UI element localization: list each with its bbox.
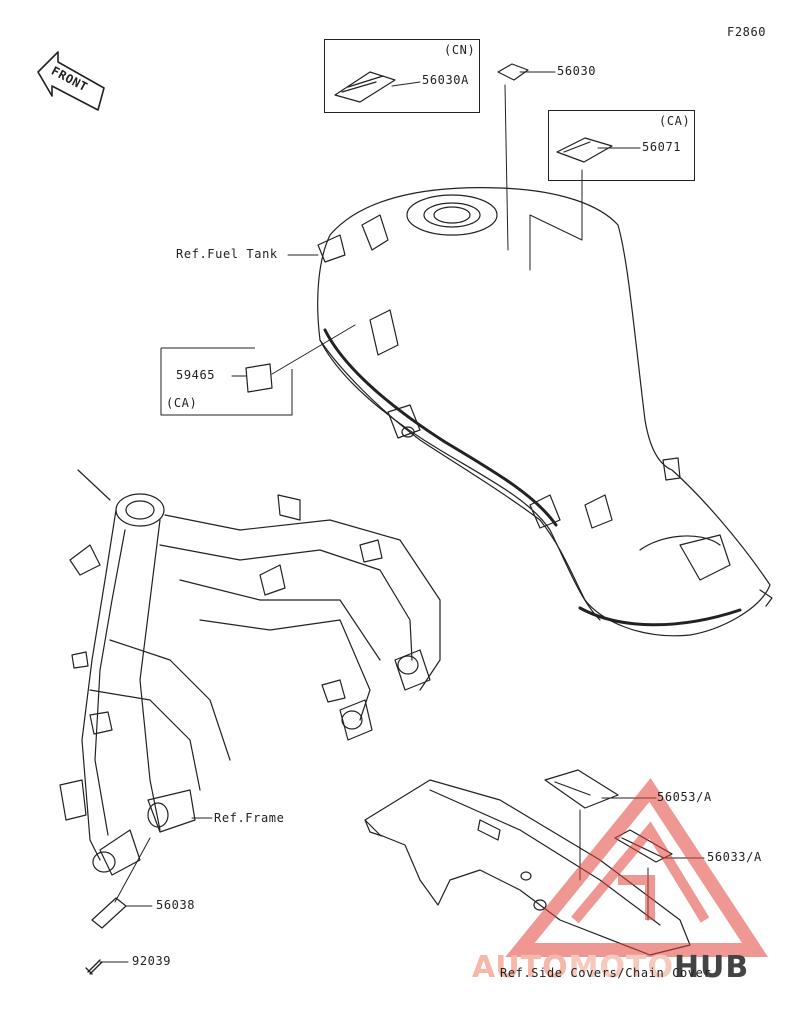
region-tag-ca-left: (CA)	[166, 396, 198, 410]
watermark-auto: AUTO	[472, 950, 569, 985]
watermark-hub: HUB	[673, 950, 750, 985]
frame-drawing	[59, 469, 441, 876]
callout-56030a[interactable]: 56030A	[422, 73, 469, 87]
label-56071-shape	[556, 137, 613, 163]
ref-side-covers-chain-cover[interactable]: Ref.Side Covers/Chain Cover	[500, 966, 712, 980]
ca-variant-box-left	[160, 347, 293, 416]
callout-92039[interactable]: 92039	[132, 954, 172, 968]
label-56033a-shape	[614, 829, 673, 863]
ca-variant-box-top	[548, 110, 695, 181]
label-56030a-shape	[334, 71, 396, 103]
diagram-code: F2860	[727, 25, 767, 39]
label-59465-shape	[245, 363, 273, 393]
chain-cover-drawing	[364, 779, 691, 956]
cn-variant-box	[324, 39, 480, 113]
watermark-text: AUTOMOTOHUB	[472, 950, 749, 985]
part-92039-pin	[85, 959, 103, 975]
ref-fuel-tank[interactable]: Ref.Fuel Tank	[176, 247, 278, 261]
region-tag-cn: (CN)	[444, 43, 476, 57]
callout-56071[interactable]: 56071	[642, 140, 682, 154]
callout-59465[interactable]: 59465	[176, 368, 216, 382]
callout-56038[interactable]: 56038	[156, 898, 196, 912]
ref-frame[interactable]: Ref.Frame	[214, 811, 285, 825]
region-tag-ca-top: (CA)	[659, 114, 691, 128]
automotohub-watermark-logo	[505, 778, 768, 957]
fuel-tank-drawing	[317, 187, 773, 637]
front-arrow-icon	[37, 51, 105, 111]
watermark-moto: MOTO	[568, 950, 674, 985]
callout-56030[interactable]: 56030	[557, 64, 597, 78]
label-56030-shape	[497, 63, 529, 81]
callout-56033a[interactable]: 56033/A	[707, 850, 762, 864]
callout-56053a[interactable]: 56053/A	[657, 790, 712, 804]
part-56038-collar	[91, 897, 127, 929]
label-56053a-shape	[544, 769, 619, 809]
